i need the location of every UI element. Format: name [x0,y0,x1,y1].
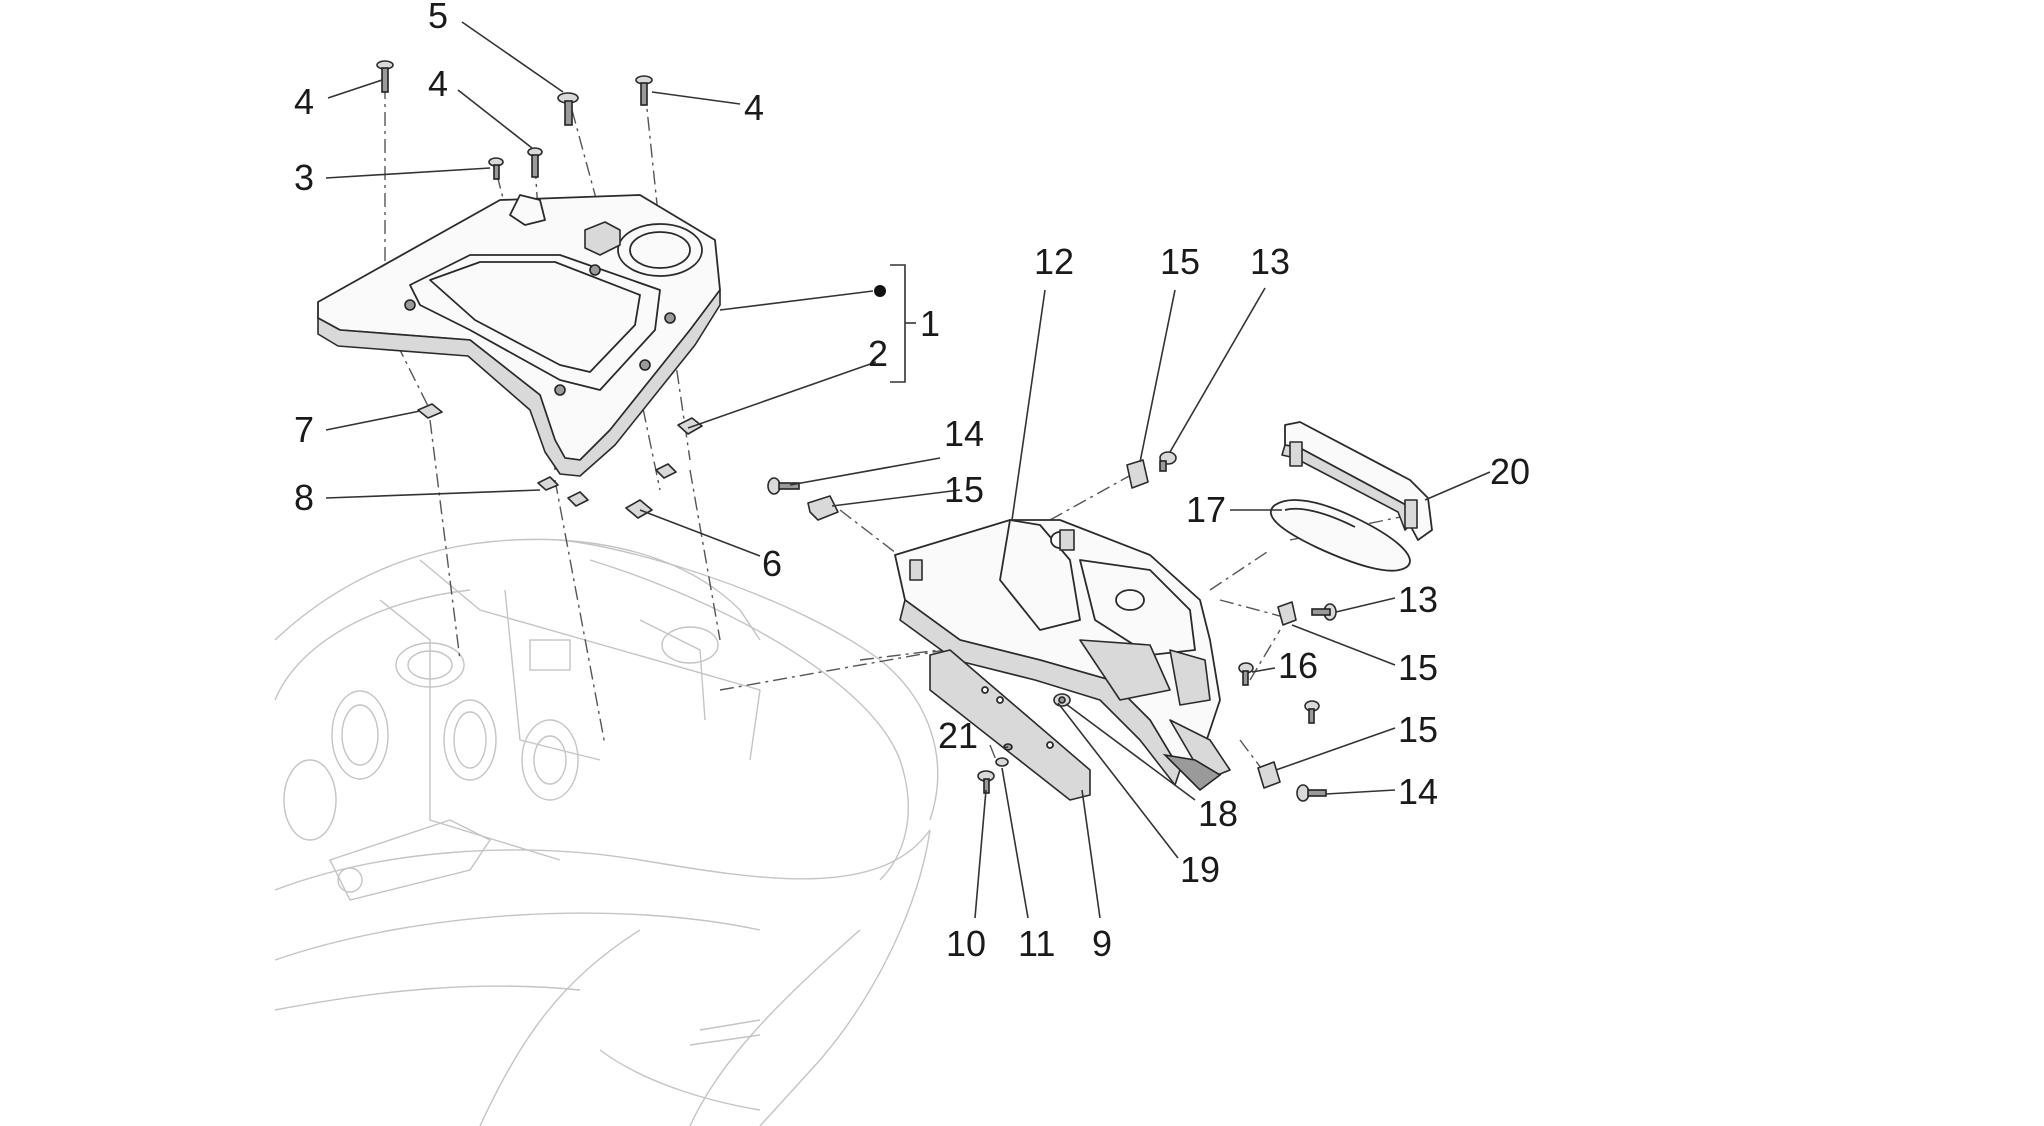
part-20-grab-handle [1281,421,1433,541]
callout-4-middle: 4 [428,63,448,104]
callout-8: 8 [294,477,314,518]
clips-15 [807,459,1297,789]
callout-15-top: 15 [1160,241,1200,282]
clip-15-d [1257,761,1281,789]
callout-15-bottom: 15 [1398,709,1438,750]
screw-13-top [1159,451,1177,472]
screw-4-middle [527,147,543,178]
screw-14-bottom [1296,784,1327,802]
callout-15-left: 15 [944,469,984,510]
clip-nut-6a [655,463,677,479]
clip-nut-2 [677,417,703,435]
clip-nut-8a [537,476,559,491]
callout-4-left: 4 [294,81,314,122]
callout-4-right: 4 [744,87,764,128]
screw-10 [977,770,995,794]
screw-4-right [635,75,653,106]
washer-11 [995,757,1009,767]
clip-15-b [1126,459,1149,489]
callout-9: 9 [1092,923,1112,964]
callout-15-right: 15 [1398,647,1438,688]
scooter-body-outline [274,538,939,1126]
screw-14-top [767,477,800,495]
callout-10: 10 [946,923,986,964]
callout-3: 3 [294,157,314,198]
bullet-marker [874,285,886,297]
clip-nut-7 [417,403,443,419]
callout-19: 19 [1180,849,1220,890]
bracket-1-2 [874,264,916,383]
clip-15-a [807,495,839,521]
callout-14-top: 14 [944,413,984,454]
callout-13-right: 13 [1398,579,1438,620]
part-1-rear-cover [317,194,721,477]
callout-21: 21 [938,715,978,756]
callout-5: 5 [428,0,448,36]
callout-11: 11 [1018,923,1055,964]
callout-16: 16 [1278,645,1318,686]
callout-7: 7 [294,409,314,450]
screw-16-b [1304,700,1320,724]
screws-14 [767,477,1327,802]
callout-labels: 5 4 4 4 3 1 2 7 8 6 12 15 13 14 15 17 20… [294,0,1530,964]
screw-3 [488,157,504,180]
leader-lines [325,21,1491,919]
callout-6: 6 [762,543,782,584]
callout-20: 20 [1490,451,1530,492]
screw-13-right [1311,603,1337,621]
callout-2: 2 [868,333,888,374]
screws-16 [1238,662,1320,724]
part-12-license-plate-holder [894,519,1231,792]
part-17-reflector [1269,499,1411,572]
screw-5 [557,92,579,126]
callout-17: 17 [1186,489,1226,530]
clip-15-c [1277,601,1297,626]
clip-nut-6b [625,499,653,519]
screw-16-a [1238,662,1254,686]
screws-13 [1159,451,1337,621]
clip-nut-8b [567,491,589,507]
clip-nuts [417,403,703,519]
screw-4-left [376,60,394,93]
callout-13-top: 13 [1250,241,1290,282]
callout-14-bottom: 14 [1398,771,1438,812]
callout-12: 12 [1034,241,1074,282]
part-9-plate [929,649,1091,801]
callout-1: 1 [920,303,940,344]
parts-10-11-21 [977,743,1013,794]
callout-18: 18 [1198,793,1238,834]
screws-top [376,60,653,180]
